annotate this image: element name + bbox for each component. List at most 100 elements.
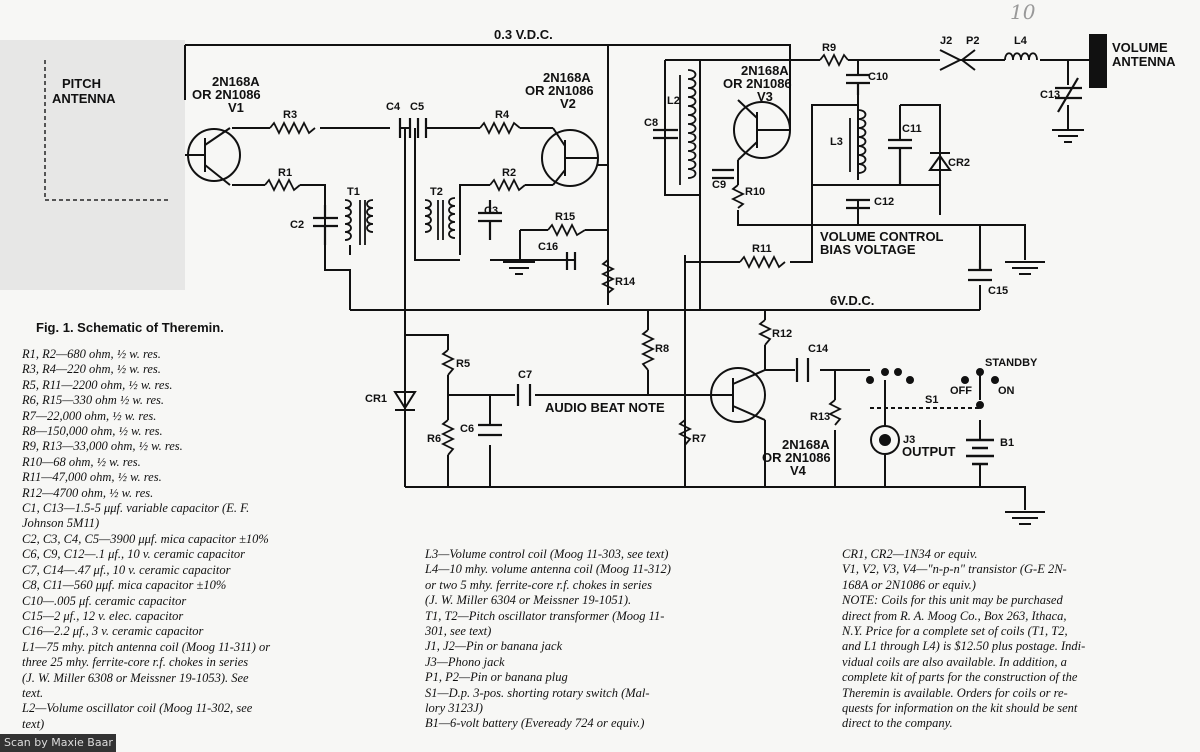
transistor-v1 bbox=[185, 127, 241, 186]
parts-line: quests for information on the kit should… bbox=[842, 701, 1078, 716]
parts-line: lory 3123J) bbox=[425, 701, 483, 716]
parts-line: T1, T2—Pitch oscillator transformer (Moo… bbox=[425, 608, 665, 623]
parts-line: L3—Volume control coil (Moog 11-303, see… bbox=[425, 547, 669, 561]
plug-p2-arrow bbox=[960, 49, 976, 71]
label-off: OFF bbox=[950, 385, 972, 397]
transformer-t2 bbox=[424, 197, 456, 240]
ref-r3: R3 bbox=[283, 109, 297, 121]
ref-r1: R1 bbox=[278, 167, 292, 179]
parts-line: L1—75 mhy. pitch antenna coil (Moog 11-3… bbox=[22, 639, 271, 654]
ref-c10: C10 bbox=[868, 71, 888, 83]
parts-line: R5, R11—2200 ohm, ½ w. res. bbox=[22, 377, 173, 392]
ref-c11: C11 bbox=[902, 123, 922, 135]
parts-line: or two 5 mhy. ferrite-core r.f. chokes i… bbox=[425, 577, 652, 592]
label-volume-control-1: VOLUME CONTROL bbox=[820, 229, 944, 244]
resistor-r1 bbox=[264, 177, 301, 193]
parts-line: P1, P2—Pin or banana plug bbox=[425, 670, 568, 685]
label-v1-ref: V1 bbox=[228, 100, 244, 115]
label-v4-type: 2N168A bbox=[782, 437, 830, 452]
ref-l4: L4 bbox=[1014, 35, 1028, 47]
label-volume-antenna-1: VOLUME bbox=[1112, 40, 1168, 55]
resistor-r5 bbox=[440, 349, 456, 376]
parts-line: C2, C3, C4, C5—3900 μμf. mica capacitor … bbox=[22, 531, 269, 546]
label-v1-type: 2N168A bbox=[212, 74, 260, 89]
parts-line: L4—10 mhy. volume antenna coil (Moog 11-… bbox=[425, 562, 671, 577]
transistor-v3 bbox=[733, 99, 791, 161]
ref-c9: C9 bbox=[712, 179, 726, 191]
parts-line: C16—2.2 μf., 3 v. ceramic capacitor bbox=[22, 624, 204, 639]
capacitor-c10 bbox=[846, 73, 870, 95]
capacitor-c12 bbox=[846, 198, 870, 210]
resistor-r10 bbox=[730, 184, 746, 209]
ref-r7: R7 bbox=[692, 433, 706, 445]
parts-line: three 25 mhy. ferrite-core r.f. chokes i… bbox=[22, 655, 249, 670]
ref-r11: R11 bbox=[752, 243, 772, 255]
parts-list-column-1: R1, R2—680 ohm, ½ w. res. R3, R4—220 ohm… bbox=[22, 347, 270, 732]
label-v3-alt: OR 2N1086 bbox=[723, 76, 792, 91]
output-jack-j3 bbox=[870, 410, 900, 455]
ref-l2: L2 bbox=[667, 95, 680, 107]
capacitor-c4 bbox=[398, 118, 412, 138]
ref-r15: R15 bbox=[555, 211, 575, 223]
label-supply-top: 0.3 V.D.C. bbox=[494, 27, 553, 42]
parts-line: C7, C14—.47 μf., 10 v. ceramic capacitor bbox=[22, 562, 231, 577]
ref-c3: C3 bbox=[484, 205, 498, 217]
battery-b1 bbox=[966, 438, 994, 466]
ref-t1: T1 bbox=[347, 186, 360, 198]
grounds bbox=[503, 129, 1084, 525]
parts-line: C1, C13—1.5-5 μμf. variable capacitor (E… bbox=[22, 501, 250, 516]
ref-r5: R5 bbox=[456, 358, 470, 370]
parts-line: R8—150,000 ohm, ½ w. res. bbox=[22, 424, 163, 439]
label-v2-alt: OR 2N1086 bbox=[525, 83, 594, 98]
ref-c7: C7 bbox=[518, 369, 532, 381]
figure-caption: Fig. 1. Schematic of Theremin. bbox=[36, 320, 224, 335]
parts-line: (J. W. Miller 6308 or Meissner 19-1053).… bbox=[22, 670, 249, 685]
diodes bbox=[393, 152, 952, 411]
parts-line: R10—68 ohm, ½ w. res. bbox=[22, 454, 141, 469]
parts-line: and L1 through L4) is $12.50 plus postag… bbox=[842, 639, 1086, 654]
parts-line: R11—47,000 ohm, ½ w. res. bbox=[22, 470, 162, 485]
ref-b1: B1 bbox=[1000, 437, 1014, 449]
ref-r14: R14 bbox=[615, 276, 636, 288]
capacitor-c5 bbox=[416, 118, 428, 138]
ref-t2: T2 bbox=[430, 186, 443, 198]
parts-line: 301, see text) bbox=[425, 624, 492, 639]
parts-line: N.Y. Price for a complete set of coils (… bbox=[842, 624, 1068, 639]
parts-line: R1, R2—680 ohm, ½ w. res. bbox=[22, 347, 161, 361]
ref-c4: C4 bbox=[386, 101, 401, 113]
ref-c12: C12 bbox=[874, 196, 894, 208]
ref-c13: C13 bbox=[1040, 89, 1060, 101]
label-volume-antenna-2: ANTENNA bbox=[1112, 54, 1176, 69]
label-v1-alt: OR 2N1086 bbox=[192, 87, 261, 102]
parts-line: direct from R. A. Moog Co., Box 263, Ith… bbox=[842, 608, 1067, 623]
parts-line: C6, C9, C12—.1 μf., 10 v. ceramic capaci… bbox=[22, 547, 246, 562]
label-v4-ref: V4 bbox=[790, 463, 807, 478]
scan-credit: Scan by Maxie Baar bbox=[0, 734, 116, 752]
parts-line: text. bbox=[22, 685, 44, 700]
ref-j3: J3 bbox=[903, 434, 915, 446]
parts-line: C8, C11—560 μμf. mica capacitor ±10% bbox=[22, 578, 227, 593]
parts-line: L2—Volume oscillator coil (Moog 11-302, … bbox=[22, 701, 253, 716]
parts-line: R6, R15—330 ohm ½ w. res. bbox=[22, 393, 165, 408]
parts-line: R3, R4—220 ohm, ½ w. res. bbox=[22, 362, 161, 377]
label-v2-ref: V2 bbox=[560, 96, 576, 111]
resistor-r6 bbox=[440, 419, 456, 456]
label-volume-control-2: BIAS VOLTAGE bbox=[820, 242, 916, 257]
ref-c14: C14 bbox=[808, 343, 829, 355]
resistor-r15 bbox=[547, 222, 586, 238]
ref-l3: L3 bbox=[830, 136, 843, 148]
resistor-r11 bbox=[739, 254, 786, 270]
capacitor-c15 bbox=[968, 260, 992, 282]
parts-line: C15—2 μf., 12 v. elec. capacitor bbox=[22, 608, 184, 623]
resistor-r3 bbox=[269, 120, 316, 136]
resistor-r9 bbox=[819, 52, 849, 68]
parts-line: vidual coils are also available. In addi… bbox=[842, 654, 1067, 669]
ref-cr1: CR1 bbox=[365, 393, 387, 405]
parts-line: J3—Phono jack bbox=[425, 654, 505, 669]
ref-c5: C5 bbox=[410, 101, 424, 113]
capacitor-c8 bbox=[653, 128, 678, 140]
coils bbox=[344, 52, 1038, 245]
label-pitch-antenna-2: ANTENNA bbox=[52, 91, 116, 106]
